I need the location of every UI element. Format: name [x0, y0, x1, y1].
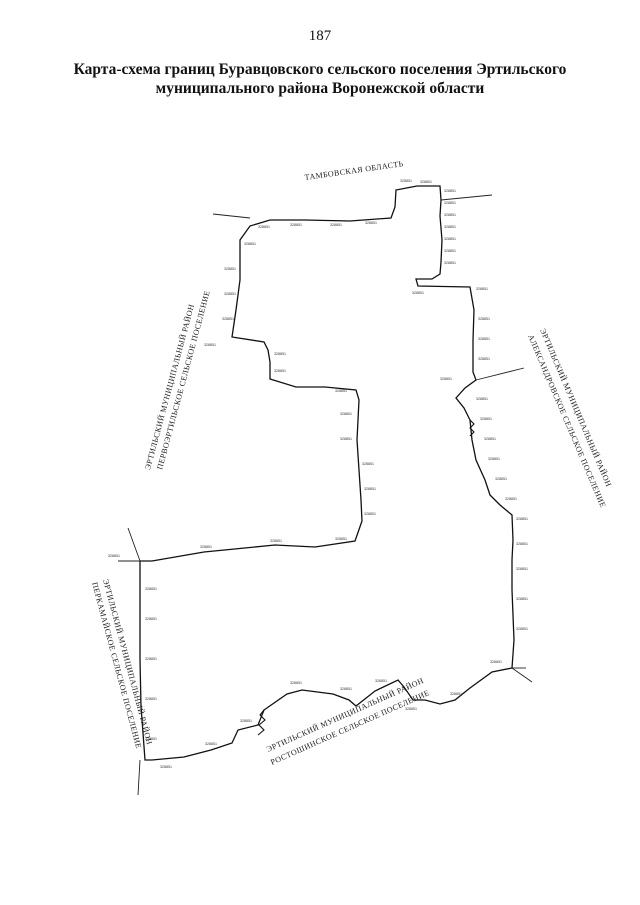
outer-line-south-a: [137, 759, 141, 796]
label-south-2: РОСТОШИНСКОЕ СЕЛЬСКОЕ ПОСЕЛЕНИЕ: [269, 688, 431, 767]
svg-text:328851: 328851: [362, 462, 374, 466]
label-tambov-region: ТАМБОВСКАЯ ОБЛАСТЬ: [304, 159, 404, 182]
svg-text:328851: 328851: [145, 737, 157, 741]
svg-text:328851: 328851: [365, 221, 377, 225]
title-line-2: муниципального района Воронежской област…: [155, 80, 485, 97]
wavy-segment-east: [469, 419, 475, 437]
label-east-1: ЭРТИЛЬСКИЙ МУНИЦИПАЛЬНЫЙ РАЙОН: [538, 327, 613, 488]
svg-text:328851: 328851: [516, 542, 528, 546]
outer-line-south-east: [511, 667, 533, 683]
svg-text:328851: 328851: [290, 223, 302, 227]
svg-text:328851: 328851: [375, 679, 387, 683]
label-east-2: АЛЕКСАНДРОВСКОЕ СЕЛЬСКОЕ ПОСЕЛЕНИЕ: [526, 333, 607, 509]
svg-text:328851: 328851: [145, 587, 157, 591]
svg-text:328851: 328851: [476, 287, 488, 291]
vertex-labels: 328851 328851 328851 328851 328851 32885…: [108, 179, 528, 769]
page-number: 187: [308, 28, 332, 44]
svg-text:328851: 328851: [516, 517, 528, 521]
wavy-segment-south: [257, 709, 266, 736]
outer-line-north-west: [212, 213, 251, 219]
svg-text:328851: 328851: [274, 352, 286, 356]
svg-text:328851: 328851: [108, 554, 120, 558]
svg-text:328851: 328851: [516, 627, 528, 631]
svg-text:328851: 328851: [444, 225, 456, 229]
svg-text:328851: 328851: [400, 179, 412, 183]
svg-text:328851: 328851: [204, 343, 216, 347]
svg-text:328851: 328851: [440, 377, 452, 381]
svg-text:328851: 328851: [516, 597, 528, 601]
svg-text:328851: 328851: [224, 267, 236, 271]
svg-text:328851: 328851: [224, 292, 236, 296]
svg-text:328851: 328851: [160, 765, 172, 769]
svg-text:328851: 328851: [340, 437, 352, 441]
svg-text:328851: 328851: [240, 719, 252, 723]
svg-text:328851: 328851: [412, 291, 424, 295]
map-title: Карта-схема границ Буравцовского сельско…: [40, 60, 600, 98]
svg-text:328851: 328851: [405, 707, 417, 711]
outer-line-west-b: [127, 527, 141, 562]
svg-text:328851: 328851: [330, 223, 342, 227]
svg-text:328851: 328851: [505, 497, 517, 501]
svg-text:328851: 328851: [258, 225, 270, 229]
svg-text:328851: 328851: [290, 681, 302, 685]
svg-text:328851: 328851: [340, 687, 352, 691]
svg-text:328851: 328851: [364, 512, 376, 516]
svg-text:328851: 328851: [145, 617, 157, 621]
svg-text:328851: 328851: [145, 697, 157, 701]
svg-text:328851: 328851: [480, 417, 492, 421]
svg-text:328851: 328851: [516, 567, 528, 571]
svg-text:328851: 328851: [444, 237, 456, 241]
svg-text:328851: 328851: [444, 213, 456, 217]
svg-text:328851: 328851: [488, 457, 500, 461]
svg-text:328851: 328851: [274, 369, 286, 373]
svg-text:328851: 328851: [244, 242, 256, 246]
svg-text:328851: 328851: [484, 437, 496, 441]
svg-text:328851: 328851: [335, 537, 347, 541]
svg-text:328851: 328851: [270, 539, 282, 543]
svg-text:328851: 328851: [145, 657, 157, 661]
svg-text:328851: 328851: [444, 201, 456, 205]
svg-text:328851: 328851: [478, 317, 490, 321]
svg-text:328851: 328851: [450, 692, 462, 696]
svg-text:328851: 328851: [444, 261, 456, 265]
svg-text:328851: 328851: [222, 317, 234, 321]
svg-text:328851: 328851: [340, 412, 352, 416]
svg-text:328851: 328851: [200, 545, 212, 549]
settlement-boundary: [139, 185, 515, 761]
svg-text:328851: 328851: [478, 357, 490, 361]
svg-text:328851: 328851: [205, 742, 217, 746]
svg-text:328851: 328851: [476, 397, 488, 401]
svg-text:328851: 328851: [335, 389, 347, 393]
svg-text:328851: 328851: [420, 180, 432, 184]
svg-text:328851: 328851: [364, 487, 376, 491]
outer-line-north-east: [440, 194, 493, 201]
svg-text:328851: 328851: [478, 337, 490, 341]
svg-text:328851: 328851: [444, 189, 456, 193]
svg-text:328851: 328851: [495, 477, 507, 481]
title-line-1: Карта-схема границ Буравцовского сельско…: [73, 61, 567, 78]
svg-text:328851: 328851: [444, 249, 456, 253]
outer-line-east: [475, 367, 525, 381]
svg-text:328851: 328851: [490, 660, 502, 664]
